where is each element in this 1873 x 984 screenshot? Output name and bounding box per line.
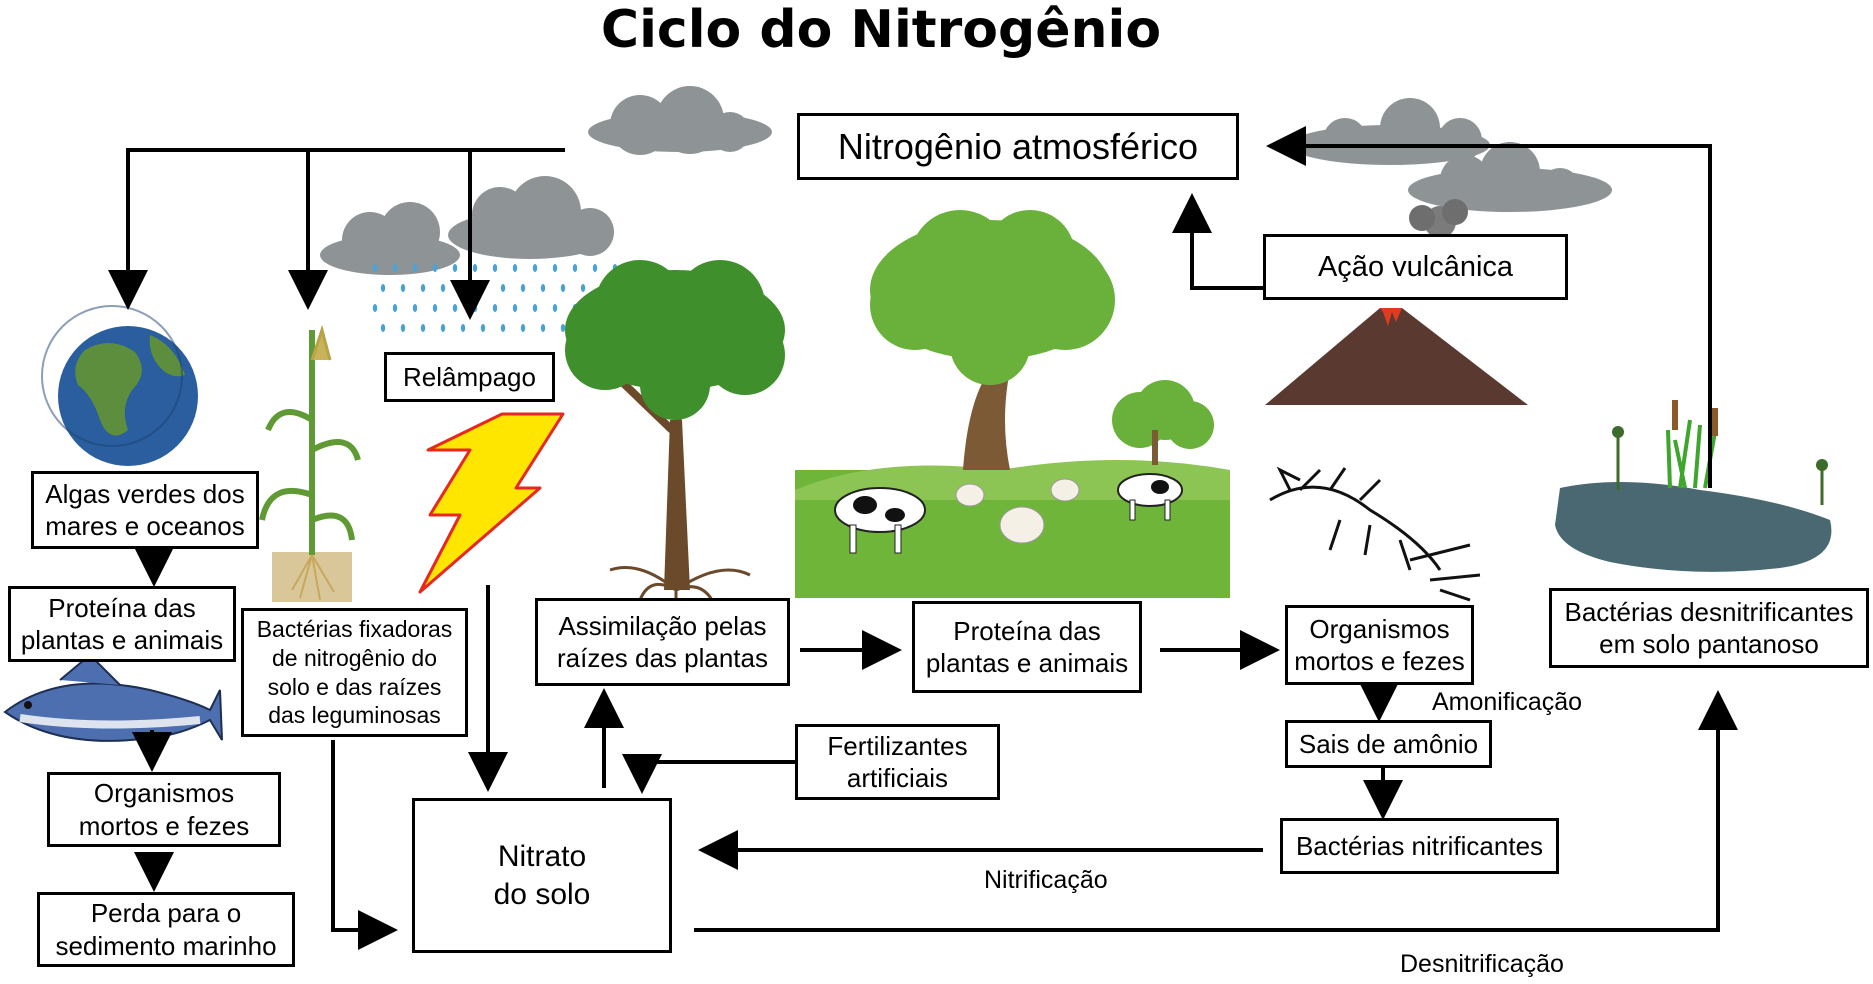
node-dead-organisms-marine: Organismos mortos e fezes <box>47 772 281 847</box>
raindrop <box>392 304 398 312</box>
raindrop <box>572 264 578 272</box>
raindrop <box>400 284 406 292</box>
raindrop <box>452 264 458 272</box>
label-ammonification: Amonificação <box>1432 688 1583 716</box>
raindrop <box>540 284 546 292</box>
cloud-icon <box>588 86 772 155</box>
raindrop <box>500 284 506 292</box>
raindrop <box>472 304 478 312</box>
raindrop <box>512 304 518 312</box>
swamp-icon <box>1555 400 1832 572</box>
node-marine-sediment-loss: Perda para o sedimento marinho <box>37 892 295 967</box>
earth-globe-icon <box>41 305 198 466</box>
node-ammonium-salts: Sais de amônio <box>1285 720 1492 768</box>
raindrop <box>492 264 498 272</box>
raindrop <box>500 324 506 332</box>
raindrop <box>580 284 586 292</box>
lightning-bolt-icon <box>418 412 565 594</box>
raindrop <box>372 264 378 272</box>
raindrop <box>592 264 598 272</box>
raindrop <box>440 284 446 292</box>
raindrop <box>480 324 486 332</box>
node-protein-land: Proteína das plantas e animais <box>912 601 1142 693</box>
raindrop <box>512 264 518 272</box>
volcanic-smoke-cloud-icon <box>1290 98 1612 238</box>
raindrop <box>380 284 386 292</box>
raindrop <box>492 304 498 312</box>
node-nitrifying-bacteria: Bactérias nitrificantes <box>1280 818 1559 874</box>
fish-icon <box>3 653 223 742</box>
raindrop <box>432 304 438 312</box>
raindrop <box>560 324 566 332</box>
rain-cloud-icon <box>320 176 618 332</box>
raindrop <box>480 284 486 292</box>
volcano-icon <box>1265 308 1528 405</box>
raindrop <box>532 304 538 312</box>
raindrop <box>452 304 458 312</box>
raindrop <box>400 324 406 332</box>
node-dead-organisms-land: Organismos mortos e fezes <box>1285 605 1474 685</box>
node-volcanic-action: Ação vulcânica <box>1263 234 1568 300</box>
raindrop <box>472 264 478 272</box>
label-nitrification: Nitrificação <box>984 866 1108 894</box>
node-fixing-bacteria: Bactérias fixadoras de nitrogênio do sol… <box>241 608 468 737</box>
raindrop <box>372 304 378 312</box>
raindrop <box>392 264 398 272</box>
raindrop <box>420 324 426 332</box>
node-denitrifying-bacteria: Bactérias desnitrificantes em solo panta… <box>1549 588 1869 668</box>
node-lightning: Relâmpago <box>384 352 555 402</box>
raindrop <box>420 284 426 292</box>
node-protein-marine: Proteína das plantas e animais <box>8 586 236 662</box>
corn-plant-icon <box>259 324 361 602</box>
raindrop <box>532 264 538 272</box>
raindrop <box>432 264 438 272</box>
label-denitrification: Desnitrificação <box>1400 950 1564 978</box>
node-soil-nitrate: Nitrato do solo <box>412 798 672 953</box>
raindrop <box>440 324 446 332</box>
tree-with-roots-icon <box>565 260 785 601</box>
decaying-organism-icon <box>1269 466 1481 602</box>
raindrop <box>412 264 418 272</box>
node-root-assimilation: Assimilação pelas raízes das plantas <box>535 598 790 686</box>
raindrop <box>560 284 566 292</box>
raindrop <box>412 304 418 312</box>
raindrop <box>520 324 526 332</box>
node-atmospheric-nitrogen: Nitrogênio atmosférico <box>797 113 1239 180</box>
raindrop <box>460 284 466 292</box>
raindrop <box>520 284 526 292</box>
raindrop <box>540 324 546 332</box>
pasture-scene-icon <box>795 210 1230 598</box>
raindrop <box>552 264 558 272</box>
node-artificial-fertilizers: Fertilizantes artificiais <box>795 724 1000 800</box>
diagram-title: Ciclo do Nitrogênio <box>600 0 1162 60</box>
raindrop <box>460 324 466 332</box>
raindrop <box>380 324 386 332</box>
raindrop <box>552 304 558 312</box>
node-green-algae: Algas verdes dos mares e oceanos <box>31 471 259 549</box>
